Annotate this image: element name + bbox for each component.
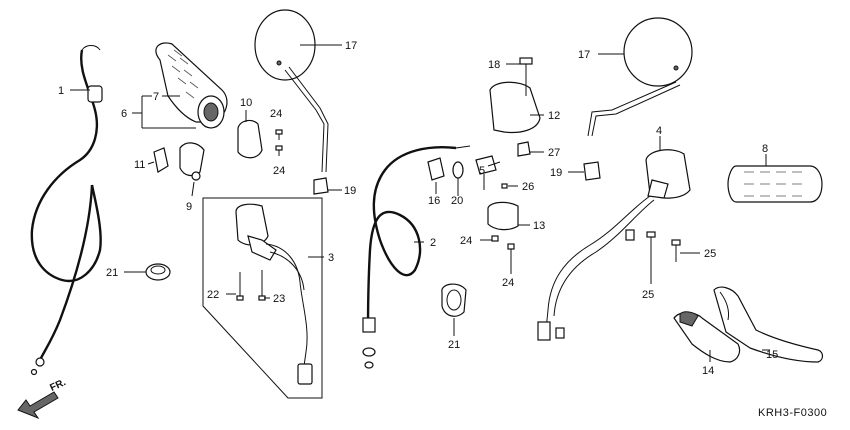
callout-14: 14 (702, 365, 714, 377)
right-grip (727, 165, 823, 203)
cable-clamp-center (441, 283, 467, 317)
brake-lever (713, 286, 824, 363)
mirror-nut-left (313, 177, 329, 195)
callout-26: 26 (522, 181, 534, 193)
callout-11: 11 (134, 159, 145, 171)
callout-27: 27 (548, 147, 560, 159)
callout-24-center-left: 24 (460, 235, 472, 247)
callout-24-lower: 24 (273, 165, 285, 177)
callout-24-upper: 24 (270, 108, 282, 120)
left-switch-assembly (202, 197, 323, 399)
callout-25-right: 25 (704, 248, 716, 260)
callout-10: 10 (240, 97, 252, 109)
callout-15: 15 (766, 349, 778, 361)
callout-21-center: 21 (448, 339, 460, 351)
front-direction-arrow-icon (17, 391, 59, 420)
callout-2: 2 (430, 237, 436, 249)
callout-5: 5 (479, 165, 485, 177)
callout-4: 4 (656, 125, 662, 137)
callout-3: 3 (328, 252, 334, 264)
clutch-cable (362, 145, 471, 369)
callout-labels: 1 2 3 4 5 6 7 8 9 10 11 12 13 14 15 16 1… (58, 40, 778, 377)
callout-17-right: 17 (578, 49, 590, 61)
clutch-switch-parts (427, 155, 501, 181)
callout-8: 8 (762, 143, 768, 155)
callout-21-left: 21 (106, 267, 118, 279)
callout-25-lower: 25 (642, 289, 654, 301)
cable-clamp-left (145, 263, 171, 281)
throttle-grip (155, 42, 228, 129)
mirror-right (587, 17, 693, 137)
throttle-housing-pieces (153, 119, 263, 181)
callout-19-left: 19 (344, 185, 356, 197)
callout-20: 20 (451, 195, 463, 207)
callout-16: 16 (428, 195, 440, 207)
callout-1: 1 (58, 85, 64, 97)
throttle-cable (30, 45, 103, 376)
callout-7: 7 (153, 91, 159, 103)
callout-12: 12 (548, 110, 560, 122)
clutch-lever (673, 311, 741, 363)
right-switch-assembly (537, 149, 691, 341)
callout-22: 22 (207, 289, 219, 301)
callout-9: 9 (186, 201, 192, 213)
diagram-code: KRH3-F0300 (758, 407, 828, 419)
screws-24-left (275, 129, 283, 156)
screws-25 (646, 231, 681, 264)
callout-17-left: 17 (345, 40, 357, 52)
lever-holder-upper (489, 57, 541, 157)
mirror-nut-right (583, 161, 601, 181)
callout-6: 6 (121, 108, 127, 120)
lever-holder-lower (487, 183, 519, 256)
callout-18: 18 (488, 59, 500, 71)
mirror-left (254, 9, 329, 173)
callout-19-right: 19 (550, 167, 562, 179)
callout-24-center-bottom: 24 (502, 277, 514, 289)
callout-23: 23 (273, 293, 285, 305)
leader-lines (70, 44, 770, 362)
callout-13: 13 (533, 220, 545, 232)
